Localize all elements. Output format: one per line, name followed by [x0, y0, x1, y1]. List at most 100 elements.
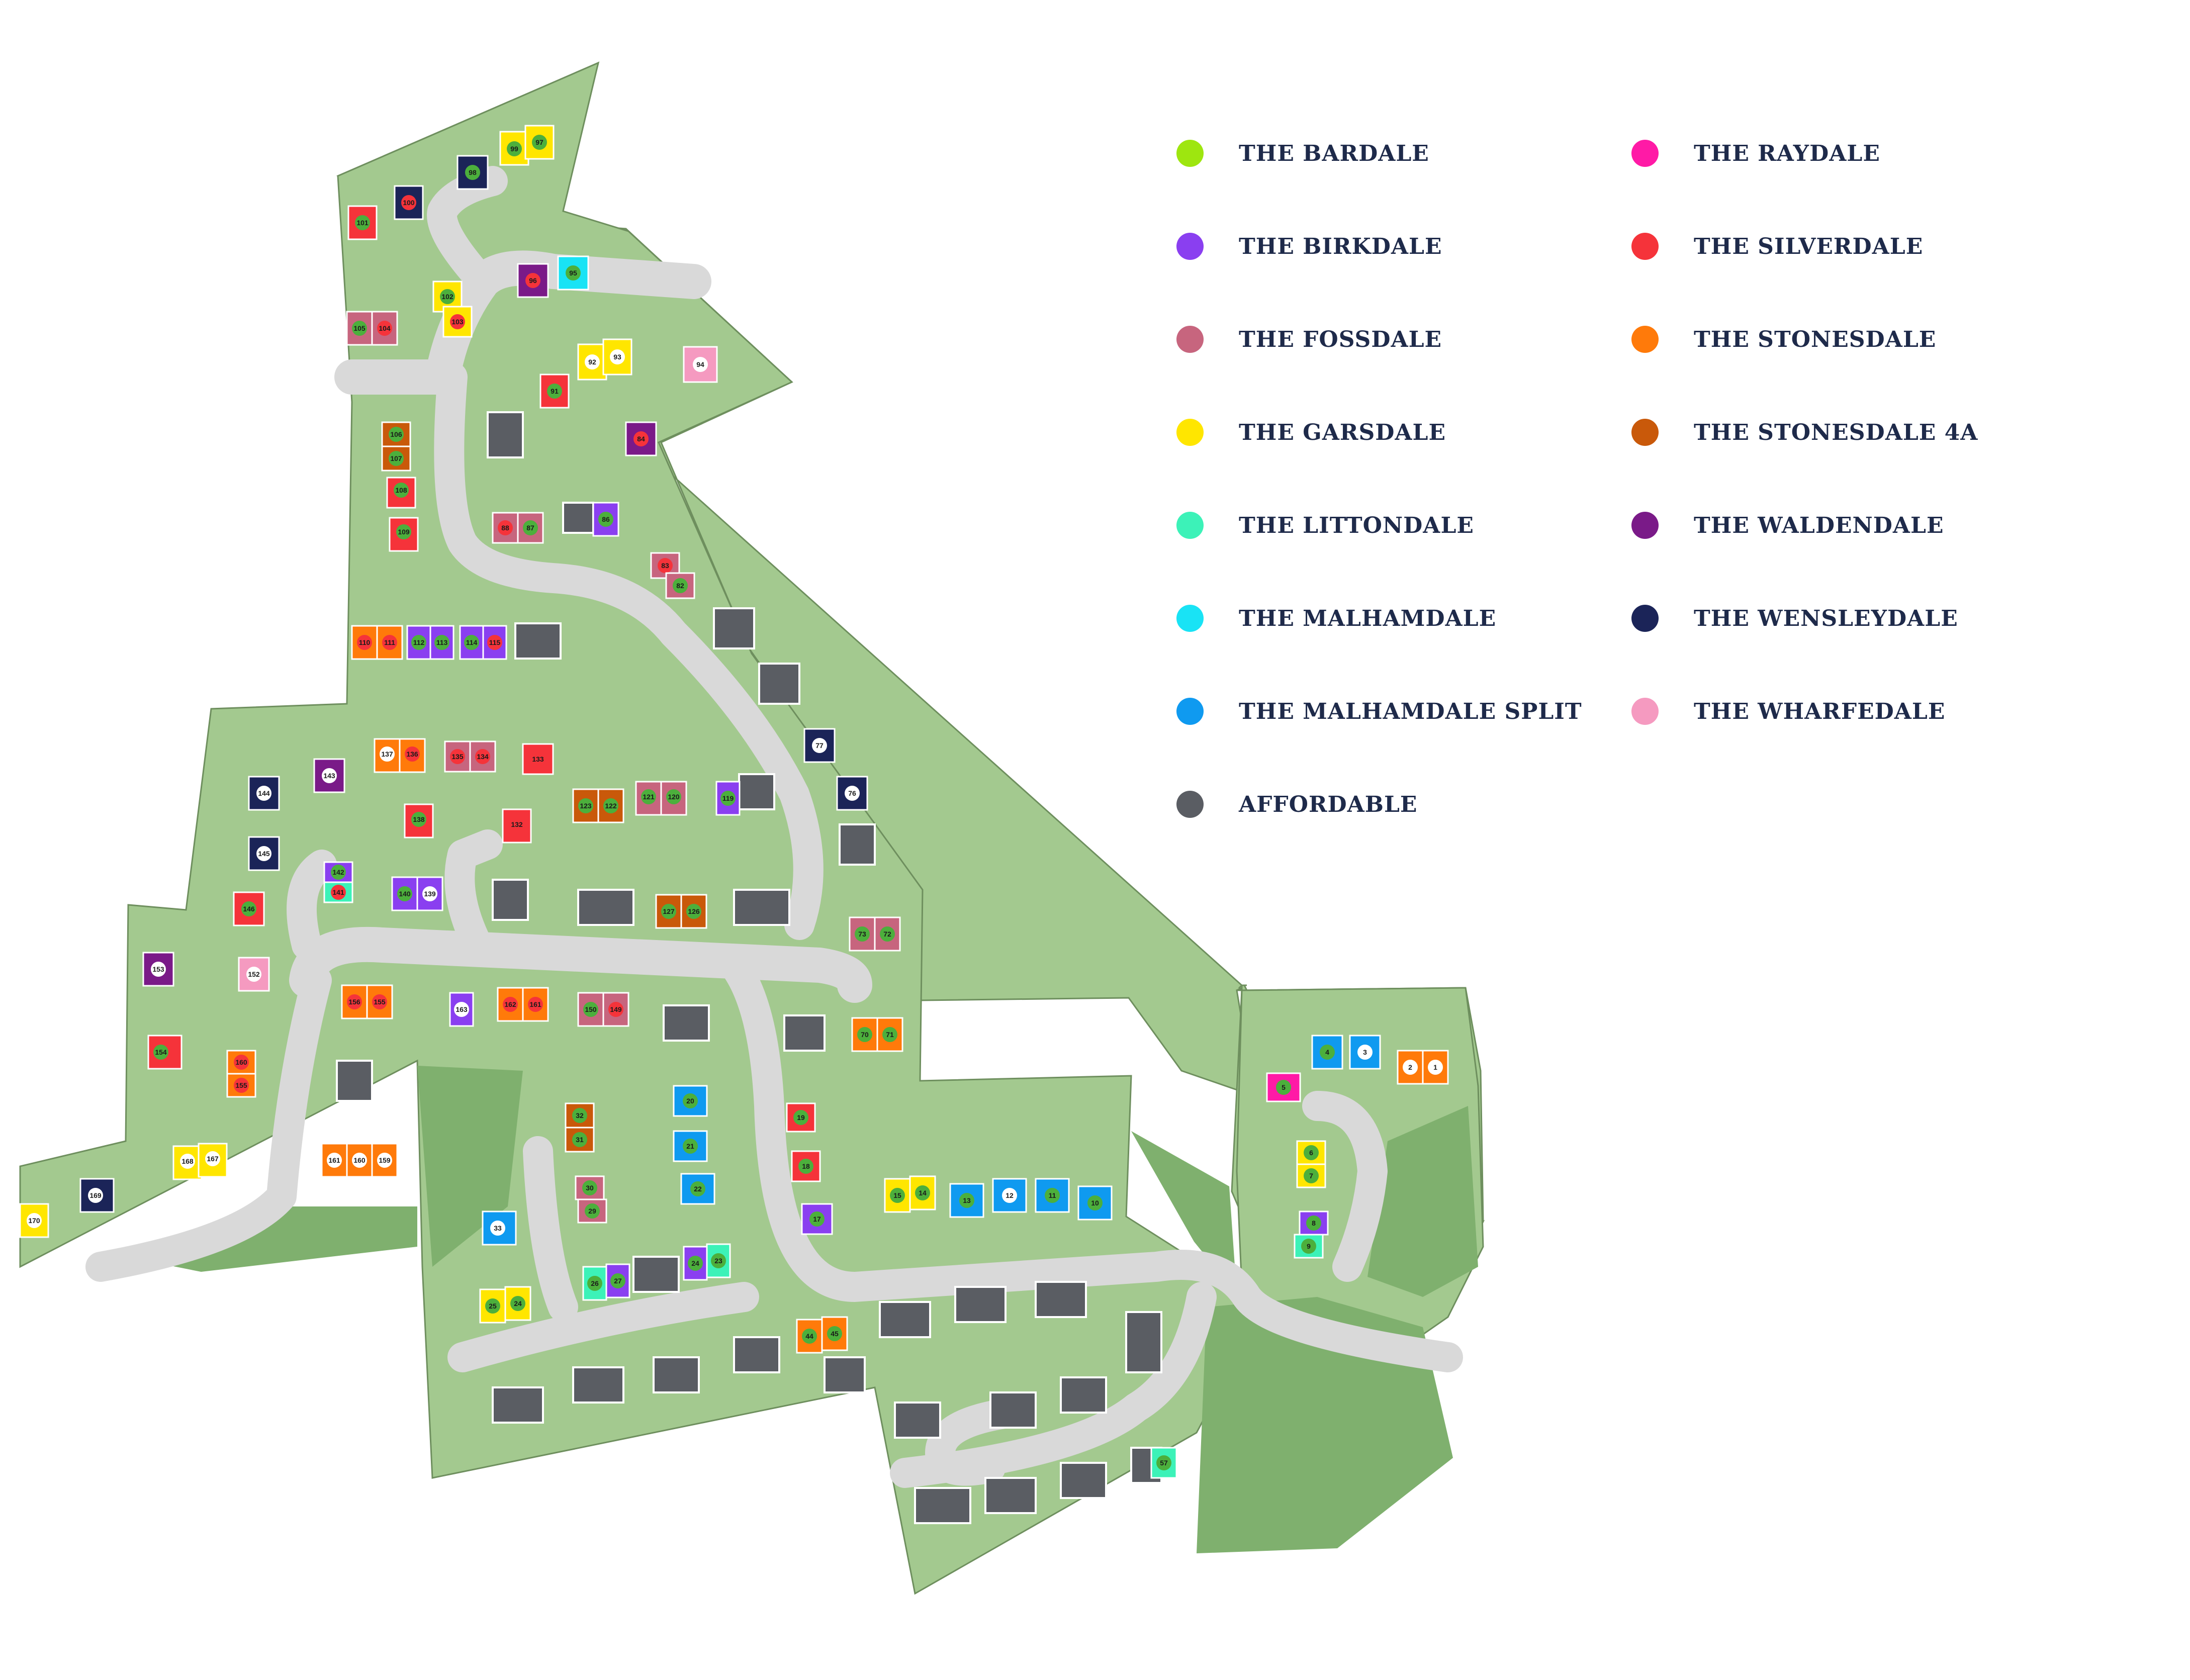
plot[interactable]: 134: [469, 740, 496, 773]
plot[interactable]: 107: [381, 445, 411, 472]
plot[interactable]: 123: [572, 788, 599, 823]
plot[interactable]: 137: [374, 738, 401, 773]
plot[interactable]: 138: [404, 803, 434, 838]
plot[interactable]: 142: [323, 861, 353, 883]
plot[interactable]: 19: [786, 1102, 816, 1133]
plot[interactable]: 7: [1296, 1163, 1326, 1188]
plot[interactable]: 108: [386, 477, 416, 509]
plot[interactable]: 94: [683, 346, 718, 383]
plot[interactable]: 149: [602, 992, 629, 1027]
plot[interactable]: 106: [381, 421, 411, 447]
plot[interactable]: 97: [524, 125, 555, 160]
plot[interactable]: 98: [457, 155, 489, 190]
plot[interactable]: 24: [683, 1246, 708, 1281]
plot[interactable]: 155: [226, 1073, 256, 1098]
plot[interactable]: 103: [442, 306, 473, 338]
plot[interactable]: 127: [655, 894, 682, 929]
plot[interactable]: 112: [406, 625, 431, 660]
plot[interactable]: 120: [660, 781, 687, 816]
plot[interactable]: 170: [19, 1203, 49, 1238]
plot[interactable]: 71: [876, 1017, 903, 1052]
plot[interactable]: 12: [992, 1178, 1027, 1213]
plot[interactable]: 144: [248, 776, 280, 811]
plot[interactable]: 114: [459, 625, 484, 660]
plot[interactable]: 109: [389, 517, 419, 552]
plot[interactable]: 163: [449, 992, 474, 1027]
plot[interactable]: 29: [577, 1198, 607, 1224]
plot[interactable]: 24: [504, 1286, 531, 1321]
plot[interactable]: 119: [715, 781, 741, 816]
plot[interactable]: 101: [347, 205, 378, 240]
plot[interactable]: 72: [874, 916, 901, 952]
plot[interactable]: 27: [605, 1263, 630, 1298]
plot[interactable]: 70: [851, 1017, 878, 1052]
plot[interactable]: 77: [803, 728, 836, 763]
plot[interactable]: 105: [346, 311, 373, 346]
plot[interactable]: 136: [399, 738, 426, 773]
plot[interactable]: 153: [142, 952, 174, 987]
plot[interactable]: 3: [1349, 1035, 1381, 1070]
plot[interactable]: 76: [836, 776, 868, 811]
plot[interactable]: 145: [248, 836, 280, 871]
plot[interactable]: 161: [321, 1143, 348, 1178]
plot[interactable]: 139: [416, 876, 443, 911]
plot[interactable]: 20: [673, 1085, 708, 1117]
plot[interactable]: 17: [801, 1203, 833, 1235]
plot[interactable]: 132: [502, 808, 532, 844]
plot[interactable]: 168: [172, 1145, 203, 1180]
plot[interactable]: 122: [597, 788, 624, 823]
plot[interactable]: 21: [673, 1130, 708, 1162]
plot[interactable]: 88: [492, 512, 519, 544]
plot[interactable]: 10: [1077, 1185, 1113, 1221]
plot[interactable]: 154: [147, 1035, 182, 1070]
plot[interactable]: 44: [796, 1319, 823, 1354]
plot[interactable]: 86: [592, 502, 619, 537]
plot[interactable]: 14: [909, 1175, 936, 1210]
plot[interactable]: 25: [479, 1288, 506, 1324]
plot[interactable]: 146: [233, 891, 265, 926]
plot[interactable]: 13: [949, 1183, 984, 1218]
plot[interactable]: 87: [517, 512, 544, 544]
plot[interactable]: 23: [706, 1243, 731, 1278]
plot[interactable]: 9: [1294, 1234, 1324, 1259]
plot[interactable]: 45: [821, 1316, 848, 1351]
plot[interactable]: 57: [1150, 1447, 1177, 1479]
plot[interactable]: 135: [444, 740, 471, 773]
plot[interactable]: 31: [565, 1127, 595, 1153]
plot[interactable]: 162: [497, 987, 524, 1022]
plot[interactable]: 4: [1311, 1035, 1343, 1070]
plot[interactable]: 30: [575, 1175, 605, 1200]
plot[interactable]: 121: [635, 781, 662, 816]
plot[interactable]: 93: [602, 338, 632, 376]
plot[interactable]: 169: [79, 1178, 115, 1213]
plot[interactable]: 115: [482, 625, 507, 660]
plot[interactable]: 155: [366, 984, 393, 1019]
plot[interactable]: 110: [351, 625, 378, 660]
plot[interactable]: 143: [313, 758, 345, 793]
plot[interactable]: 8: [1299, 1210, 1329, 1236]
plot[interactable]: 140: [391, 876, 418, 911]
plot[interactable]: 167: [198, 1143, 228, 1178]
plot[interactable]: 26: [582, 1266, 607, 1301]
plot[interactable]: 150: [577, 992, 604, 1027]
plot[interactable]: 18: [791, 1150, 821, 1182]
plot[interactable]: 22: [680, 1173, 715, 1205]
plot[interactable]: 33: [482, 1210, 517, 1246]
plot[interactable]: 100: [394, 185, 424, 220]
plot[interactable]: 160: [346, 1143, 373, 1178]
plot[interactable]: 99: [499, 131, 529, 166]
plot[interactable]: 6: [1296, 1140, 1326, 1165]
plot[interactable]: 2: [1397, 1050, 1424, 1085]
plot[interactable]: 15: [884, 1178, 911, 1213]
plot[interactable]: 73: [849, 916, 876, 952]
plot[interactable]: 95: [557, 255, 589, 291]
plot[interactable]: 159: [371, 1143, 398, 1178]
plot[interactable]: 84: [625, 421, 657, 456]
plot[interactable]: 96: [517, 263, 549, 298]
plot[interactable]: 160: [226, 1050, 256, 1075]
plot[interactable]: 141: [323, 881, 353, 903]
plot[interactable]: 1: [1422, 1050, 1449, 1085]
plot[interactable]: 5: [1266, 1072, 1301, 1102]
plot[interactable]: 152: [238, 957, 270, 992]
plot[interactable]: 32: [565, 1102, 595, 1129]
